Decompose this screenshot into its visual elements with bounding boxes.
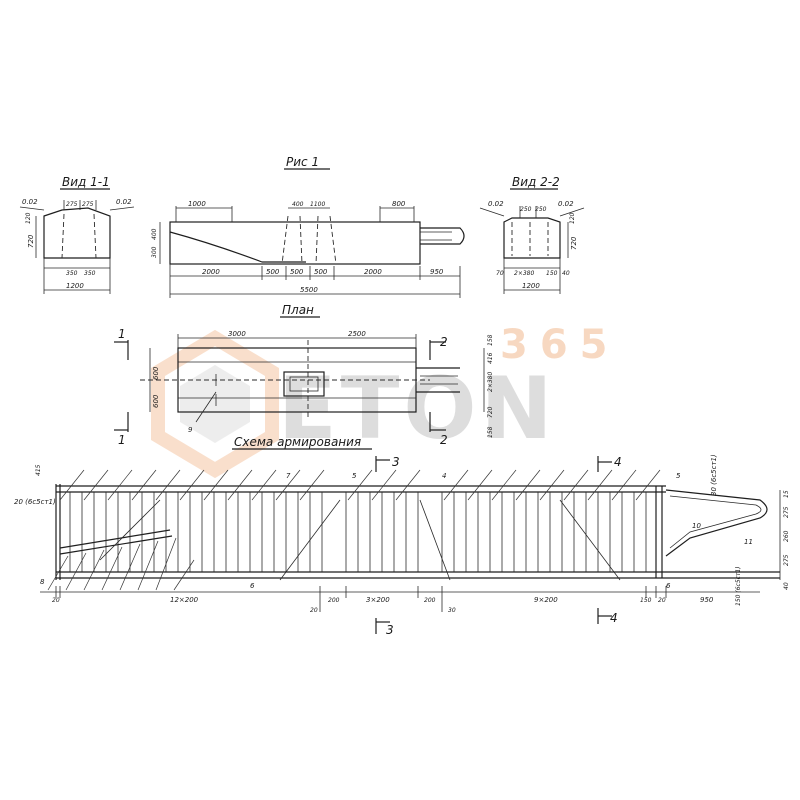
scheme-bottom-dim-11: 950 xyxy=(700,596,714,604)
elevation-bottom-dim-3: 500 xyxy=(290,268,304,276)
scheme-section-3-top: 3 xyxy=(392,455,400,469)
plan-top-dim-2: 2500 xyxy=(348,330,366,338)
view-2-2-bottom-dim-c: 150 xyxy=(546,270,558,277)
view-2-2-right-dim-top: 120 xyxy=(569,212,576,224)
view-2-2-bottom-dim-b: 2×380 xyxy=(514,270,534,277)
elevation-bottom-dim-2: 500 xyxy=(266,268,280,276)
scheme-section-4-top: 4 xyxy=(614,455,622,469)
plan-title: План xyxy=(282,303,314,317)
view-1-1-slope-left: 0.02 xyxy=(22,198,38,206)
plan-left-dim-1: 600 xyxy=(152,366,160,380)
view-2-2: Вид 2-2 0.02 250 250 0.02 120 720 70 2×3… xyxy=(479,175,585,294)
scheme-bottom-dim-3: 20 xyxy=(310,607,318,614)
elevation-left-dim-2: 400 xyxy=(151,228,158,240)
plan-right-dim-2: 416 xyxy=(487,352,494,364)
plan-marker-9: 9 xyxy=(188,426,193,434)
view-2-2-bottom-dim-d: 40 xyxy=(562,270,570,277)
elevation-total-length: 5500 xyxy=(300,286,318,294)
plan-section-mark-left-top: 1 xyxy=(118,327,126,341)
watermark: 365 ETON xyxy=(151,322,620,479)
elevation-left-dim-1: 300 xyxy=(151,246,158,258)
elevation-bottom-dim-4: 500 xyxy=(314,268,328,276)
scheme-mark-6-right: 6 xyxy=(666,582,671,590)
view-2-2-width: 1200 xyxy=(522,282,540,290)
elevation-bottom-dim-1: 2000 xyxy=(202,268,220,276)
scheme-hatching-top xyxy=(59,469,661,501)
elevation-top-dim-1: 1000 xyxy=(188,200,206,208)
view-1-1-top-dim-b: 275 xyxy=(82,201,94,208)
scheme-left-bottom-mark: 8 xyxy=(40,578,45,586)
scheme-section-4-bottom: 4 xyxy=(610,611,618,625)
scheme-bottom-dim-4: 200 xyxy=(328,597,340,604)
view-2-2-slope-right: 0.02 xyxy=(558,200,574,208)
scheme-bottom-dim-6: 200 xyxy=(424,597,436,604)
scheme-bottom-dim-2: 12×200 xyxy=(170,596,199,604)
scheme-bottom-dim-1: 20 xyxy=(52,597,60,604)
plan-right-dim-4: 720 xyxy=(487,406,494,418)
scheme-left-top-dim: 415 xyxy=(35,464,42,476)
plan-section-mark-right-top: 2 xyxy=(440,335,448,349)
elevation-top-dim-4: 800 xyxy=(392,200,406,208)
view-1-1-bottom-dim-a: 350 xyxy=(66,270,78,277)
scheme-left-bar-label: 20 (6с5ст1) xyxy=(14,498,56,506)
view-1-1-slope-right: 0.02 xyxy=(116,198,132,206)
scheme-mark-7: 7 xyxy=(286,472,291,480)
view-1-1-left-dim: 720 xyxy=(27,234,35,248)
plan-left-dim-2: 600 xyxy=(152,394,160,408)
scheme-right-bar-label: 30 (6с5ст1) xyxy=(710,454,718,496)
scheme-hatching-bottom xyxy=(47,537,195,591)
scheme-right-dim-5: 40 xyxy=(783,582,790,590)
scheme-mark-10: 10 xyxy=(692,522,701,530)
elevation-bottom-dim-6: 950 xyxy=(430,268,444,276)
scheme-bottom-dim-7: 30 xyxy=(448,607,456,614)
scheme-bottom-dim-8: 9×200 xyxy=(534,596,558,604)
view-1-1-width: 1200 xyxy=(66,282,84,290)
view-1-1-title: Вид 1-1 xyxy=(62,175,110,189)
scheme-bottom-dim-5: 3×200 xyxy=(366,596,390,604)
figure-title: Рис 1 xyxy=(286,155,319,169)
reinforcement-scheme: Схема армирования xyxy=(14,435,790,637)
elevation-view: 1000 400 1100 800 300 400 2000 500 500 5… xyxy=(151,200,465,298)
scheme-stirrups xyxy=(69,486,663,578)
scheme-mark-5-right: 5 xyxy=(676,472,681,480)
scheme-title: Схема армирования xyxy=(234,435,361,449)
scheme-mark-5-left: 5 xyxy=(352,472,357,480)
plan-right-dim-5: 158 xyxy=(487,426,494,438)
scheme-right-dim-4: 275 xyxy=(783,554,790,566)
elevation-top-dim-2: 400 xyxy=(292,201,304,208)
plan-top-dim-1: 3000 xyxy=(228,330,246,338)
scheme-right-dim-2: 275 xyxy=(783,506,790,518)
view-1-1: Вид 1-1 0.02 275 275 0.02 120 720 350 35… xyxy=(19,175,135,294)
plan-view: План 3000 2500 600 600 158 416 xyxy=(114,303,494,447)
scheme-mark-6-left: 6 xyxy=(250,582,255,590)
view-1-1-left-dim-top: 120 xyxy=(25,212,32,224)
scheme-section-3-bottom: 3 xyxy=(386,623,394,637)
scheme-mark-4: 4 xyxy=(442,472,446,480)
scheme-mark-11: 11 xyxy=(744,538,753,546)
view-1-1-bottom-dim-b: 350 xyxy=(84,270,96,277)
elevation-top-dim-3: 1100 xyxy=(310,201,325,208)
elevation-bottom-dim-5: 2000 xyxy=(364,268,382,276)
view-2-2-title: Вид 2-2 xyxy=(512,175,560,189)
scheme-right-dim-3: 260 xyxy=(783,530,790,542)
plan-right-dim-3: 2×380 xyxy=(487,372,494,392)
view-1-1-top-dim-a: 275 xyxy=(66,201,78,208)
scheme-bottom-dim-9: 150 xyxy=(640,597,652,604)
scheme-bottom-dim-10: 20 xyxy=(658,597,666,604)
view-2-2-top-dim-a: 250 xyxy=(520,206,532,213)
scheme-right-dim-6: 150 (6с5ст1) xyxy=(735,566,742,606)
view-2-2-slope-left: 0.02 xyxy=(488,200,504,208)
plan-right-dim-1: 158 xyxy=(487,334,494,346)
watermark-number: 365 xyxy=(500,322,620,368)
scheme-right-dim-1: 15 xyxy=(783,490,790,498)
plan-section-mark-right-bottom: 2 xyxy=(440,433,448,447)
plan-section-mark-left-bottom: 1 xyxy=(118,433,126,447)
view-2-2-top-dim-b: 250 xyxy=(535,206,547,213)
view-2-2-bottom-dim-a: 70 xyxy=(496,270,504,277)
watermark-logo-icon xyxy=(151,329,279,479)
view-2-2-right-dim: 720 xyxy=(570,236,578,250)
